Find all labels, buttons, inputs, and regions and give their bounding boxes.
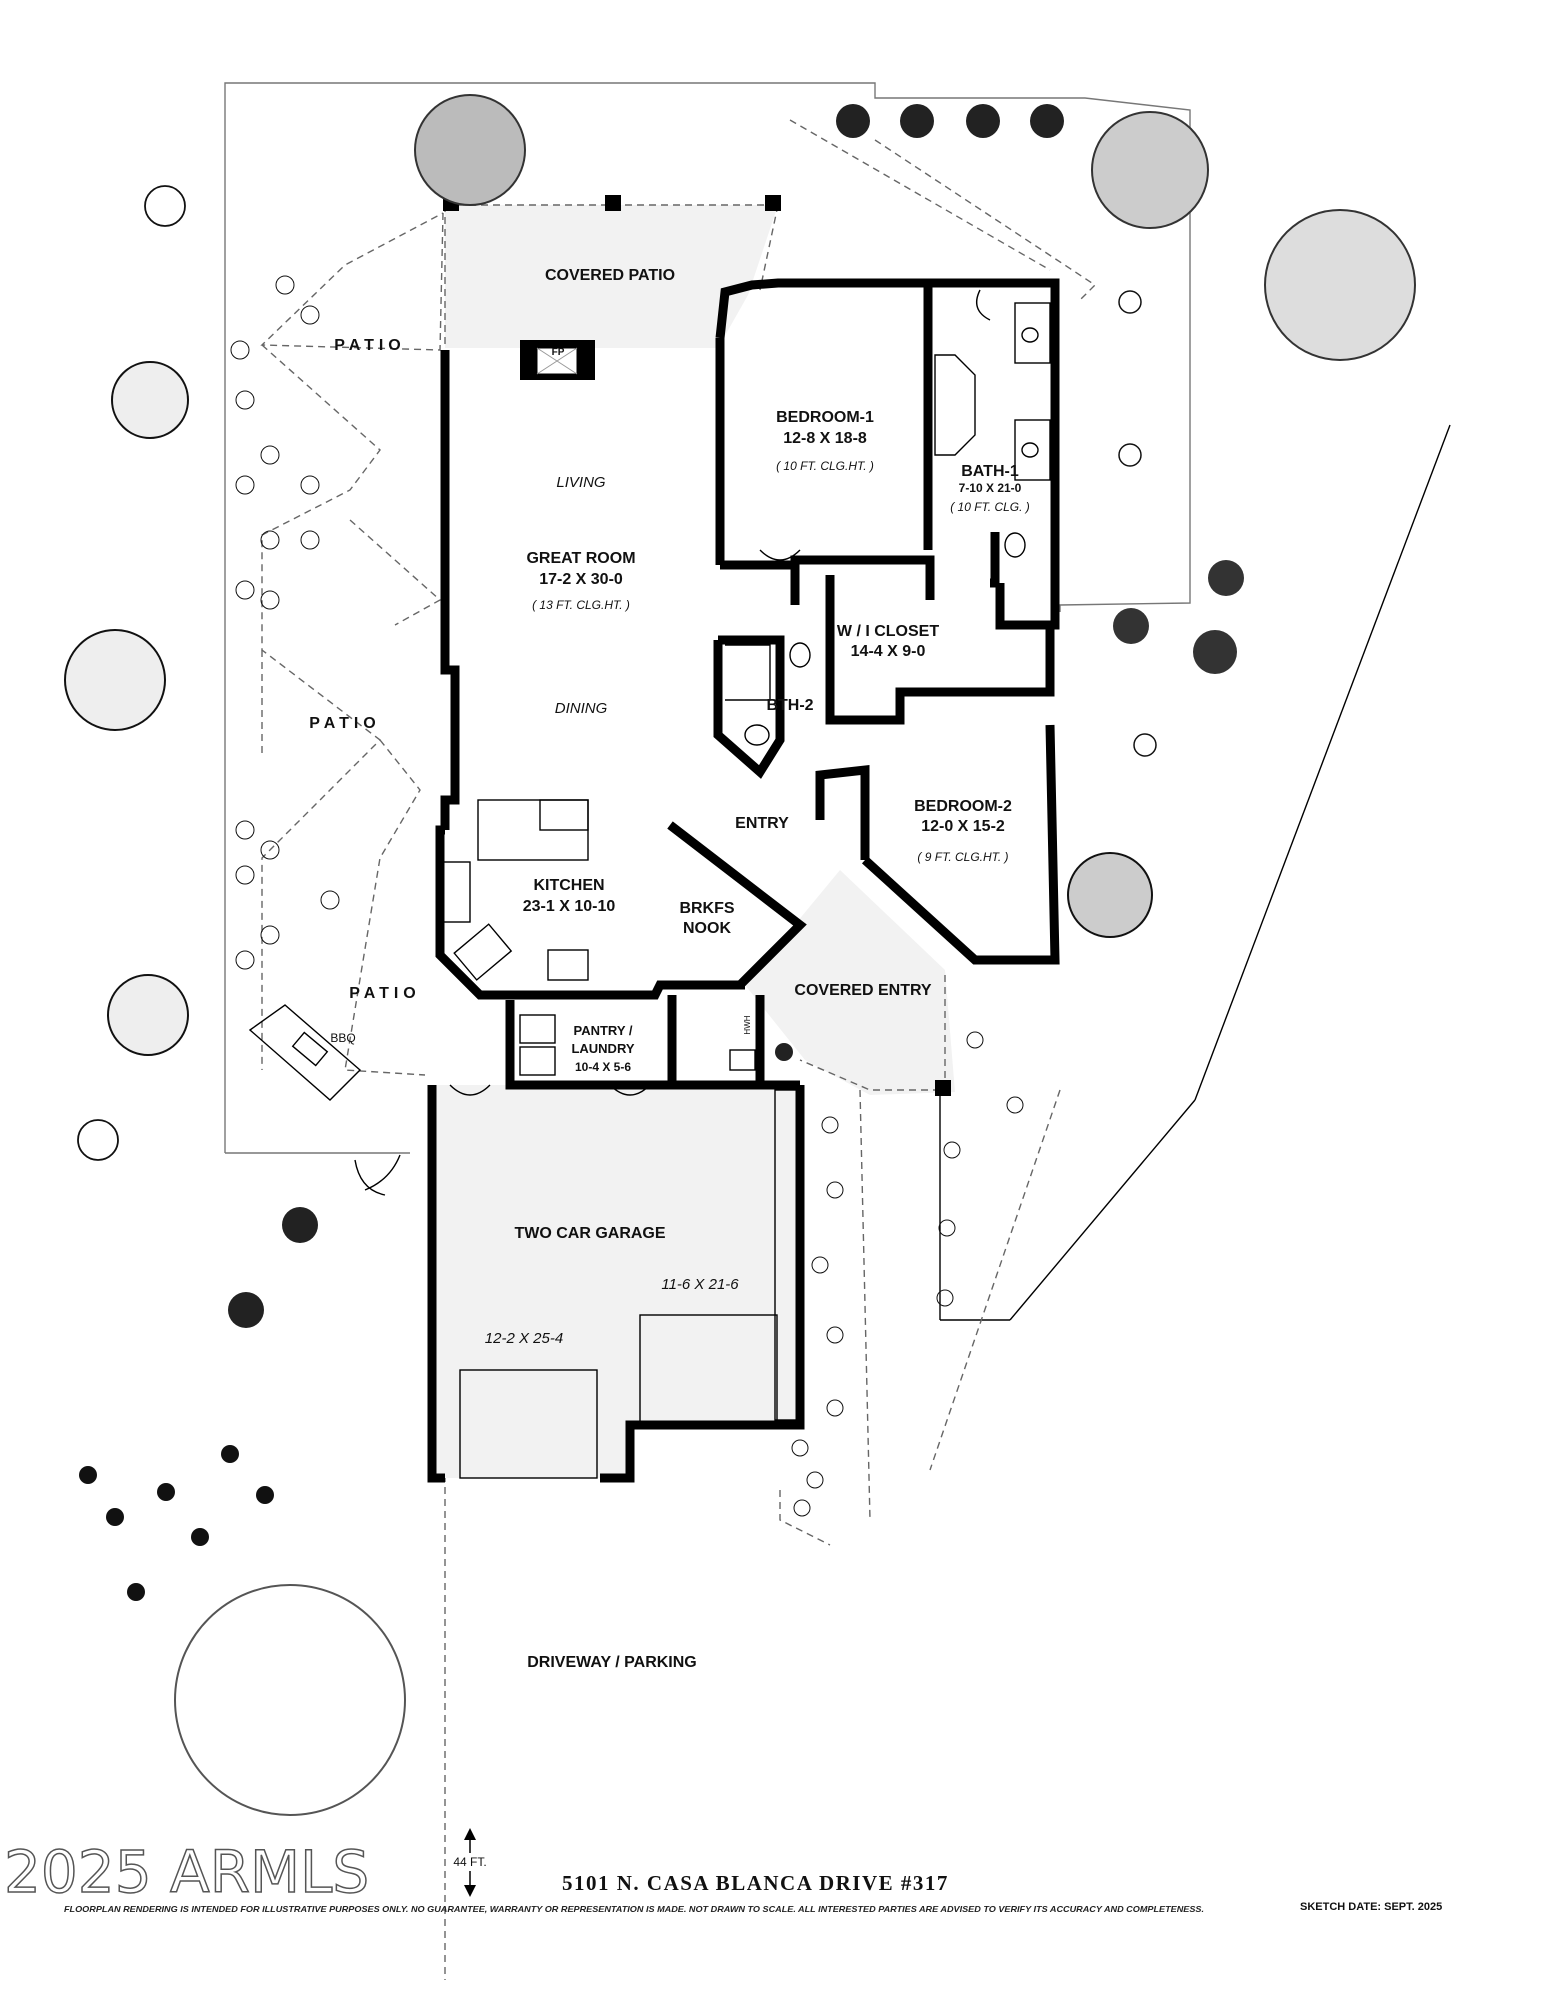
bath1-name: BATH-1	[961, 463, 1019, 480]
scale-indicator: 44 FT.	[452, 1828, 488, 1897]
bbq-label: BBQ	[330, 1031, 355, 1045]
great-room-ceiling: ( 13 FT. CLG.HT. )	[532, 598, 630, 612]
patio-low-label: PATIO	[349, 985, 421, 1002]
kitchen-dims: 23-1 X 10-10	[523, 898, 616, 915]
address-title: 5101 N. CASA BLANCA DRIVE #317	[562, 1871, 949, 1895]
sketch-date: SKETCH DATE: SEPT. 2025	[1300, 1901, 1442, 1913]
bedroom2-ceiling: ( 9 FT. CLG.HT. )	[917, 850, 1008, 864]
garage-name: TWO CAR GARAGE	[514, 1225, 665, 1242]
entry-label: ENTRY	[735, 815, 789, 832]
pantry-line2: LAUNDRY	[571, 1041, 634, 1056]
patio-hardscape	[260, 119, 1097, 1980]
bedroom1-dims: 12-8 X 18-8	[783, 430, 867, 447]
bth2-label: BTH-2	[766, 697, 813, 714]
bedroom2-dims: 12-0 X 15-2	[921, 818, 1005, 835]
garage-area	[432, 1085, 800, 1478]
bbq-island	[248, 1004, 362, 1101]
bath1-ceiling: ( 10 FT. CLG. )	[950, 500, 1030, 514]
interior-fixtures	[354, 289, 1051, 1196]
brkfs-nook-line2: NOOK	[683, 920, 731, 937]
great-room-name: GREAT ROOM	[526, 550, 635, 567]
brkfs-nook-line1: BRKFS	[679, 900, 734, 917]
garage-bay-left: 12-2 X 25-4	[485, 1330, 563, 1347]
covered-patio-area	[445, 205, 778, 348]
lot-boundary	[224, 82, 1451, 1321]
pantry-dims: 10-4 X 5-6	[575, 1060, 631, 1074]
pantry-line1: PANTRY /	[574, 1023, 633, 1038]
great-room-dims: 17-2 X 30-0	[539, 571, 623, 588]
bedroom1-name: BEDROOM-1	[776, 409, 874, 426]
fireplace-label: FP	[552, 347, 565, 358]
living-label: LIVING	[556, 474, 606, 491]
landscaping	[64, 94, 1416, 1816]
bedroom2-name: BEDROOM-2	[914, 798, 1012, 815]
bedroom1-ceiling: ( 10 FT. CLG.HT. )	[776, 459, 874, 473]
kitchen-name: KITCHEN	[533, 877, 604, 894]
covered-patio-label: COVERED PATIO	[545, 267, 675, 284]
wi-closet-name: W / I CLOSET	[837, 623, 939, 640]
patio-mid-label: PATIO	[309, 715, 381, 732]
scale-label: 44 FT.	[453, 1855, 486, 1869]
garage-bay-right: 11-6 X 21-6	[661, 1276, 739, 1293]
exterior-walls	[427, 278, 1060, 1483]
hwh-label: HWH	[743, 1015, 752, 1034]
covered-entry-label: COVERED ENTRY	[794, 982, 932, 999]
driveway-label: DRIVEWAY / PARKING	[527, 1654, 697, 1671]
dining-label: DINING	[555, 700, 608, 717]
disclaimer: FLOORPLAN RENDERING IS INTENDED FOR ILLU…	[64, 1904, 1204, 1914]
room-labels: COVERED PATIO PATIO PATIO PATIO BBQ FP L…	[309, 267, 1030, 1671]
bath1-dims: 7-10 X 21-0	[959, 481, 1022, 495]
wi-closet-dims: 14-4 X 9-0	[851, 643, 926, 660]
patio-top-label: PATIO	[334, 337, 406, 354]
watermark: 2025 ARMLS	[4, 1838, 369, 1906]
fireplace	[520, 340, 595, 380]
